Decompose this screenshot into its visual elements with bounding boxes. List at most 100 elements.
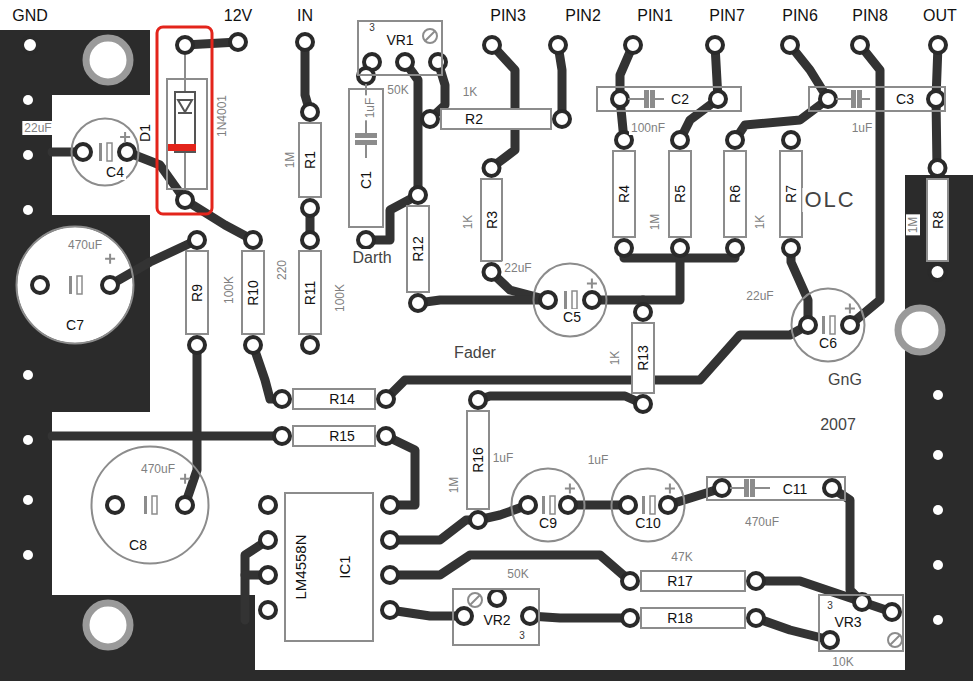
component-label: R1 — [302, 149, 318, 171]
polarity-mark — [180, 474, 190, 484]
solder-pad — [302, 337, 318, 353]
solder-pad — [800, 317, 816, 333]
cap-outline-svg — [510, 467, 586, 543]
header-label: PIN1 — [635, 7, 675, 25]
ground-plane — [0, 30, 973, 681]
solder-pad — [520, 497, 536, 513]
component-label: R5 — [672, 183, 688, 205]
component-label: C10 — [633, 515, 663, 531]
cap-outline — [612, 469, 685, 542]
callout-value: 10K — [830, 655, 855, 669]
cap-plate — [751, 480, 754, 496]
solder-pad — [260, 532, 276, 548]
electrolytic-cap-outline: C6 — [790, 287, 866, 363]
header-label: IN — [295, 7, 315, 25]
solder-pad — [260, 602, 276, 618]
component-label: R14 — [327, 391, 357, 407]
mounting-hole — [898, 308, 942, 352]
component-label: R4 — [616, 183, 632, 205]
solder-pad — [397, 54, 413, 70]
callout-value: 1M — [447, 475, 461, 496]
silk-text: OLC — [802, 188, 857, 212]
solder-pad — [378, 391, 394, 407]
solder-pad — [378, 428, 394, 444]
component-label: LM4558N — [292, 532, 309, 601]
silk-text: GnG — [826, 371, 864, 389]
solder-pad — [748, 573, 764, 589]
component-label: 1N4001 — [215, 93, 229, 139]
solder-pad — [358, 232, 374, 248]
cap-plate — [152, 496, 157, 514]
pin-number: 3 — [367, 22, 377, 34]
electrolytic-cap-outline: 470uFC8 — [90, 445, 210, 565]
cap-lead — [836, 98, 852, 100]
component-label: R10 — [245, 278, 261, 308]
callout-value: 22uF — [744, 289, 775, 303]
ic-outline: LM4558N IC1 — [284, 492, 374, 642]
component-label: VR1 — [384, 32, 415, 48]
resistor-outline: R18 — [640, 607, 746, 629]
cap-outline-svg — [790, 287, 866, 363]
via-dot — [23, 495, 33, 505]
callout-value: 1uF — [850, 121, 875, 135]
callout-value: 22uF — [502, 261, 533, 275]
solder-pad — [822, 632, 838, 648]
component-label: C5 — [561, 309, 583, 325]
component-label: C2 — [669, 91, 691, 107]
ground-fill — [0, 30, 973, 681]
solder-pad — [622, 573, 638, 589]
pad-group — [22, 34, 946, 648]
component-label: 470uF — [139, 462, 177, 476]
solder-pad — [820, 91, 836, 107]
component-label: IC1 — [336, 553, 353, 580]
copper-trace — [386, 325, 808, 399]
solder-pad — [358, 68, 374, 84]
callout-value: 100nF — [629, 121, 667, 135]
highlight-box — [157, 27, 212, 214]
solder-pad — [302, 200, 318, 216]
trimpot-symbol — [888, 633, 902, 647]
via-dot — [23, 550, 33, 560]
via-dot — [23, 150, 33, 160]
solder-pad — [102, 277, 118, 293]
resistor-outline: R15 — [292, 425, 376, 447]
resistor-outline: R17 — [640, 570, 746, 592]
mounting-hole — [86, 38, 130, 82]
solder-pad — [489, 590, 505, 606]
solder-pad — [842, 317, 858, 333]
solder-pad — [748, 610, 764, 626]
via-dot — [933, 615, 943, 625]
diode-body — [175, 92, 195, 152]
solder-pad — [672, 240, 688, 256]
solder-pad — [824, 480, 840, 496]
polarity-mark — [565, 484, 575, 494]
callout-value: 1uF — [491, 451, 516, 465]
callout-value: 1M — [283, 150, 297, 171]
component-label: C4 — [104, 164, 126, 180]
component-label: R17 — [665, 573, 695, 589]
solder-pad — [430, 54, 446, 70]
copper-trace — [305, 42, 310, 112]
solder-pad — [714, 480, 730, 496]
callout-value: 220 — [275, 258, 289, 282]
solder-pad — [928, 91, 944, 107]
diode-symbol — [178, 100, 192, 112]
resistor-outline: R5 — [668, 150, 692, 238]
via-dot — [933, 390, 943, 400]
resistor-outline: R4 — [612, 150, 636, 238]
electrolytic-cap-outline: C10 — [610, 467, 686, 543]
solder-pad — [245, 337, 261, 353]
component-label: R8 — [930, 209, 946, 231]
cap-plate — [542, 496, 545, 514]
callout-value: 50K — [505, 567, 530, 581]
component-label: R13 — [635, 343, 651, 373]
trimpot-symbol — [425, 31, 435, 41]
cap-outline — [534, 264, 607, 337]
header-label: PIN8 — [850, 7, 890, 25]
solder-pad — [297, 34, 313, 50]
solder-pad — [107, 497, 123, 513]
callout-value: 1K — [461, 85, 480, 99]
callout-value: 22uF — [22, 121, 53, 135]
cap-outline — [512, 469, 585, 542]
resistor-outline: R9 — [185, 250, 209, 335]
